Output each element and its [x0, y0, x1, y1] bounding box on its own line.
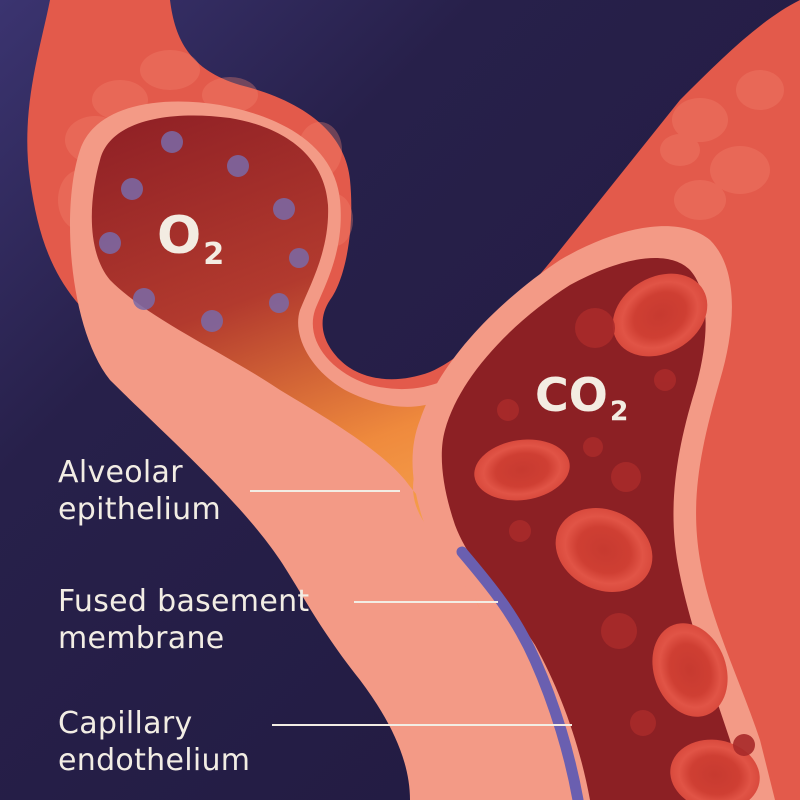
gas-subscript: 2: [609, 396, 629, 428]
oxygen-label: O2: [157, 206, 224, 272]
carbon-dioxide-label: CO2: [535, 368, 628, 427]
alveolar-lumen: [91, 115, 480, 610]
label-line: Alveolar: [58, 455, 183, 490]
gas-subscript: 2: [203, 236, 225, 272]
plasma-particles: [497, 308, 755, 756]
label-alveolar-epithelium: Alveolar epithelium: [58, 454, 221, 528]
leader-line-alveolar-epithelium: [250, 490, 400, 492]
gas-symbol: O: [157, 206, 202, 266]
label-line: epithelium: [58, 492, 221, 527]
leader-line-basement-membrane: [354, 601, 498, 603]
label-line: Capillary: [58, 706, 193, 741]
red-blood-cells: [474, 273, 760, 800]
label-line: membrane: [58, 621, 225, 656]
label-line: Fused basement: [58, 584, 310, 619]
label-capillary-endothelium: Capillary endothelium: [58, 705, 250, 779]
label-fused-basement-membrane: Fused basement membrane: [58, 583, 309, 657]
basement-membrane: [456, 546, 584, 800]
label-line: endothelium: [58, 743, 251, 778]
leader-line-capillary-endothelium: [272, 724, 572, 726]
gas-symbol: CO: [535, 368, 608, 422]
oxygen-molecules: [99, 131, 309, 332]
